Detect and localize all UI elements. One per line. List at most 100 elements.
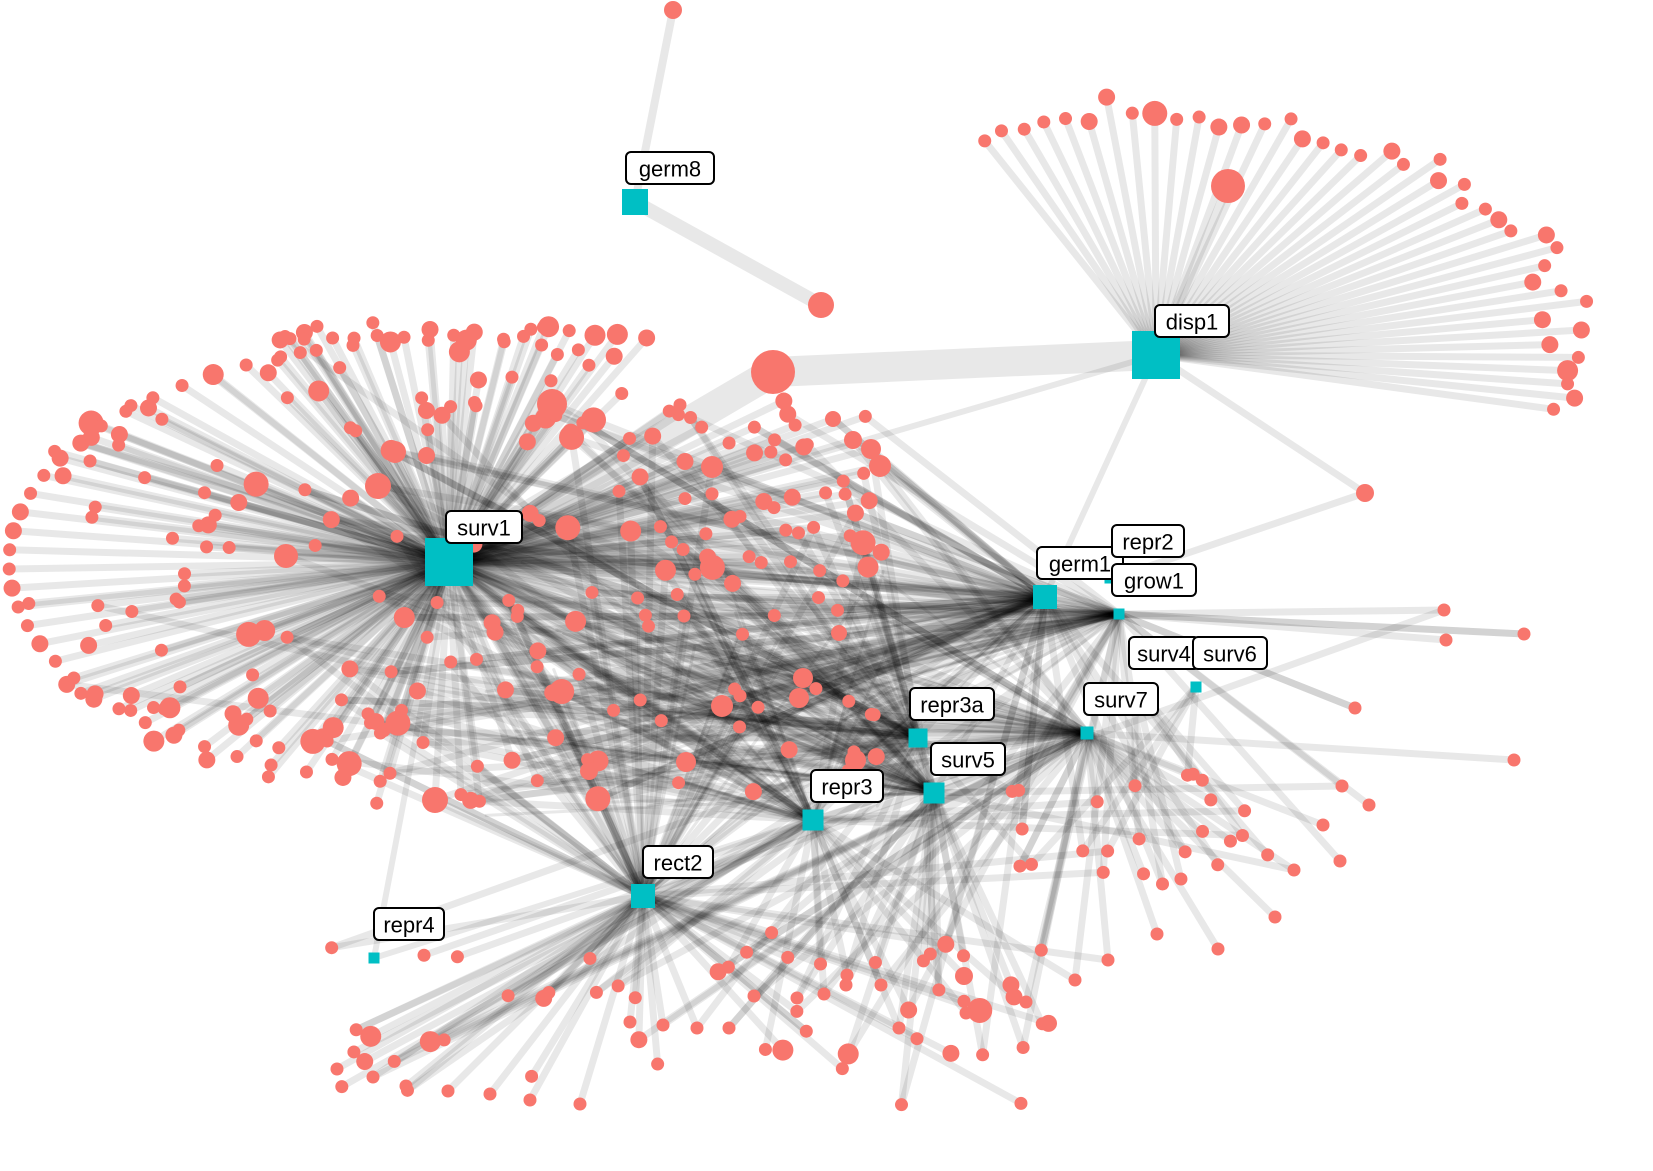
leaf-node — [1017, 122, 1031, 136]
network-edge — [615, 650, 920, 740]
leaf-node — [417, 948, 431, 962]
leaf-node — [842, 694, 856, 708]
network-edge — [809, 798, 1101, 824]
network-edge — [634, 594, 938, 797]
leaf-node — [370, 328, 384, 342]
network-edge — [419, 739, 817, 824]
network-edge — [249, 558, 453, 679]
network-edge — [1016, 729, 1091, 870]
leaf-node — [80, 636, 98, 654]
leaf-node — [373, 774, 387, 788]
leaf-node — [1174, 872, 1188, 886]
network-edge — [673, 590, 817, 824]
network-edge — [841, 595, 1047, 621]
leaf-node — [421, 320, 439, 338]
network-edge — [386, 729, 1091, 777]
network-edge — [445, 558, 793, 754]
leaf-node — [462, 791, 480, 809]
leaf-node — [198, 740, 212, 754]
network-edge — [1183, 683, 1200, 779]
leaf-node — [550, 348, 564, 362]
network-edge — [743, 789, 938, 956]
network-edge — [806, 601, 920, 740]
network-edge — [834, 593, 1049, 614]
network-edge — [822, 489, 922, 742]
network-edge — [178, 382, 453, 566]
network-edge — [636, 473, 938, 797]
leaf-node — [177, 579, 191, 593]
network-edge — [1152, 287, 1565, 359]
leaf-node — [419, 1031, 441, 1053]
network-edge — [718, 593, 1049, 710]
leaf-node — [793, 668, 813, 688]
leaf-node — [1192, 110, 1206, 124]
network-edge — [597, 755, 815, 822]
network-edge — [486, 892, 647, 1098]
leaf-node — [1437, 603, 1451, 617]
leaf-node — [383, 766, 397, 780]
network-edge — [97, 422, 453, 566]
network-edge — [771, 436, 1049, 601]
leaf-node — [243, 471, 269, 497]
network-edge — [301, 331, 453, 566]
network-edge — [696, 727, 815, 822]
leaf-node — [1040, 1014, 1058, 1032]
network-edge — [445, 558, 739, 693]
network-edge — [787, 558, 1091, 737]
leaf-node — [417, 401, 435, 419]
network-edge — [639, 892, 846, 1073]
leaf-node — [450, 950, 464, 964]
leaf-node — [819, 486, 833, 500]
network-edge — [576, 892, 647, 1108]
leaf-node — [416, 736, 430, 750]
leaf-node — [868, 955, 882, 969]
network-edge — [445, 504, 778, 566]
network-edge — [433, 599, 1123, 618]
network-edge — [367, 892, 647, 1040]
network-edge — [624, 781, 645, 898]
network-edge — [649, 432, 922, 742]
leaf-node — [530, 774, 544, 788]
hub-label-text: surv7 — [1094, 688, 1148, 713]
network-edge — [690, 595, 1047, 762]
leaf-node — [673, 398, 687, 412]
leaf-node — [699, 554, 725, 580]
network-edge — [281, 333, 453, 566]
network-edge — [366, 610, 1123, 727]
leaf-node — [1013, 859, 1027, 873]
hub-label-disp1: disp1 — [1154, 304, 1230, 338]
leaf-node — [1268, 910, 1282, 924]
network-edge — [575, 670, 647, 900]
leaf-node — [349, 1023, 363, 1037]
leaf-node — [544, 374, 558, 388]
network-edge — [261, 558, 453, 635]
hub-node-disp1 — [1132, 331, 1180, 379]
network-edge — [826, 736, 920, 746]
network-edge — [1152, 262, 1549, 359]
network-edge — [682, 592, 815, 822]
leaf-node — [758, 1042, 772, 1056]
leaf-node — [385, 710, 411, 736]
leaf-node — [1362, 798, 1376, 812]
network-edge — [1115, 610, 1143, 843]
leaf-node — [1572, 321, 1590, 339]
network-edge — [560, 778, 645, 898]
leaf-node — [247, 687, 269, 709]
network-edge — [636, 585, 645, 898]
network-edge — [51, 558, 453, 665]
leaf-node — [360, 1025, 382, 1047]
leaf-node — [656, 1018, 670, 1032]
network-edge — [387, 446, 922, 742]
network-edge — [639, 705, 920, 740]
network-edge — [376, 593, 1049, 737]
network-edge — [445, 553, 753, 566]
leaf-node — [239, 358, 253, 372]
network-edge — [687, 414, 938, 797]
leaf-node — [653, 520, 667, 534]
leaf-node — [684, 411, 698, 425]
leaf-node — [767, 608, 781, 622]
network-edge — [445, 539, 867, 566]
network-edge — [749, 729, 1091, 796]
network-edge — [445, 498, 768, 566]
leaf-node — [690, 1021, 704, 1035]
